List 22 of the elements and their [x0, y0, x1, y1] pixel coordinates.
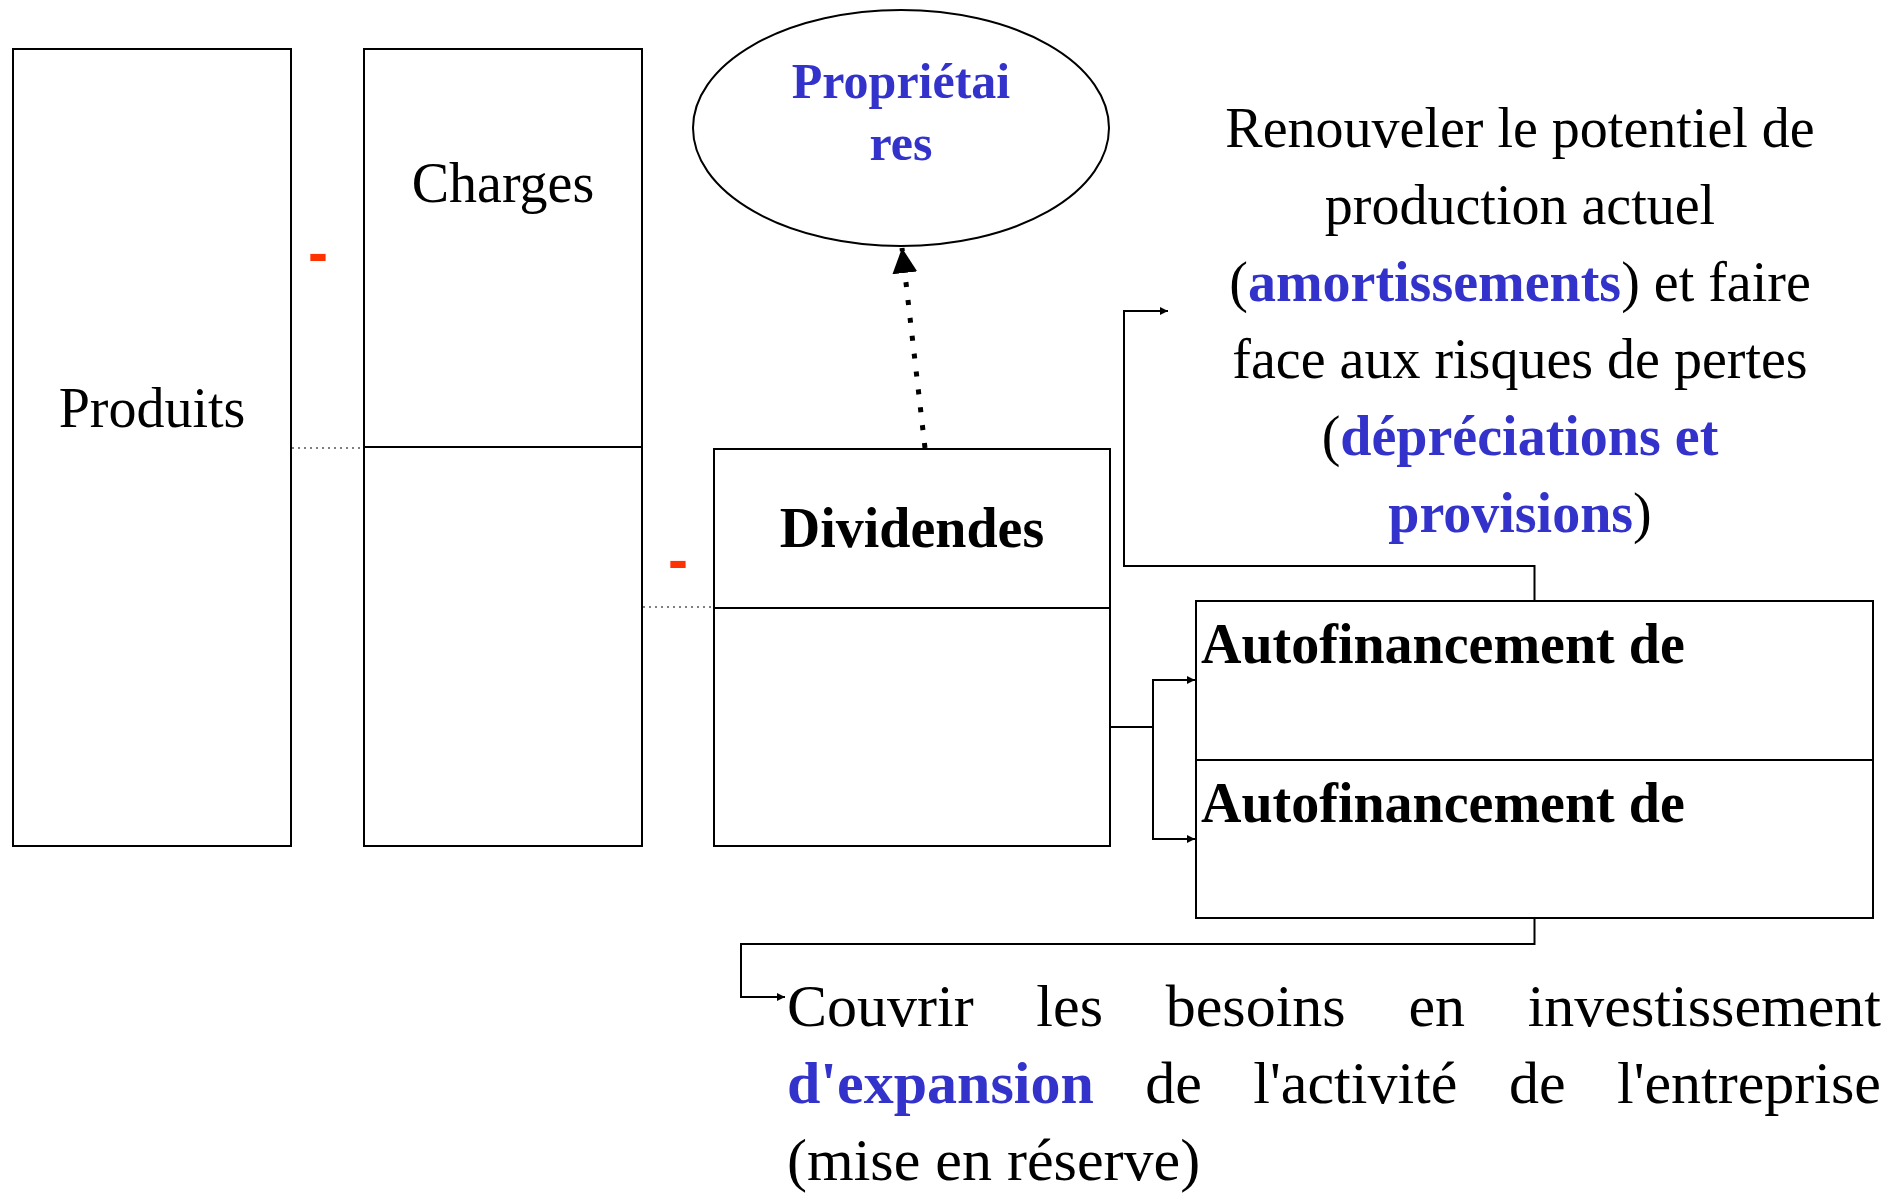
owners-ellipse — [691, 8, 1111, 248]
box-label: Charges — [410, 151, 596, 216]
minus-sign: - — [308, 238, 328, 268]
arrow — [1123, 307, 1536, 601]
self-financing-box — [1195, 600, 1874, 761]
box-label: Produits — [57, 376, 247, 441]
minus-sign: - — [668, 545, 688, 575]
dividends-box — [713, 448, 1111, 609]
retained-box — [713, 607, 1111, 847]
box-label: Autofinancement de — [1201, 612, 1685, 677]
purpose-text: Renouveler le potentiel de production actuel (amortissements) et faire face aux risques de pertes (dépréciations et provisions) — [1224, 96, 1816, 546]
self-financing-box — [1195, 759, 1874, 919]
arrow — [1110, 726, 1196, 843]
arrow — [892, 247, 928, 449]
box-label: Propriétaires — [790, 52, 1012, 173]
charges-box — [363, 48, 643, 448]
products-box — [12, 48, 292, 847]
purpose-text: Couvrir les besoins en investissement d'expansion de l'activité de l'entreprise (mise en réserve) — [787, 972, 1881, 1193]
box-label: Autofinancement de — [1201, 771, 1685, 836]
result-box — [363, 446, 643, 847]
box-label: Dividendes — [778, 496, 1046, 561]
arrow — [740, 918, 1536, 1001]
